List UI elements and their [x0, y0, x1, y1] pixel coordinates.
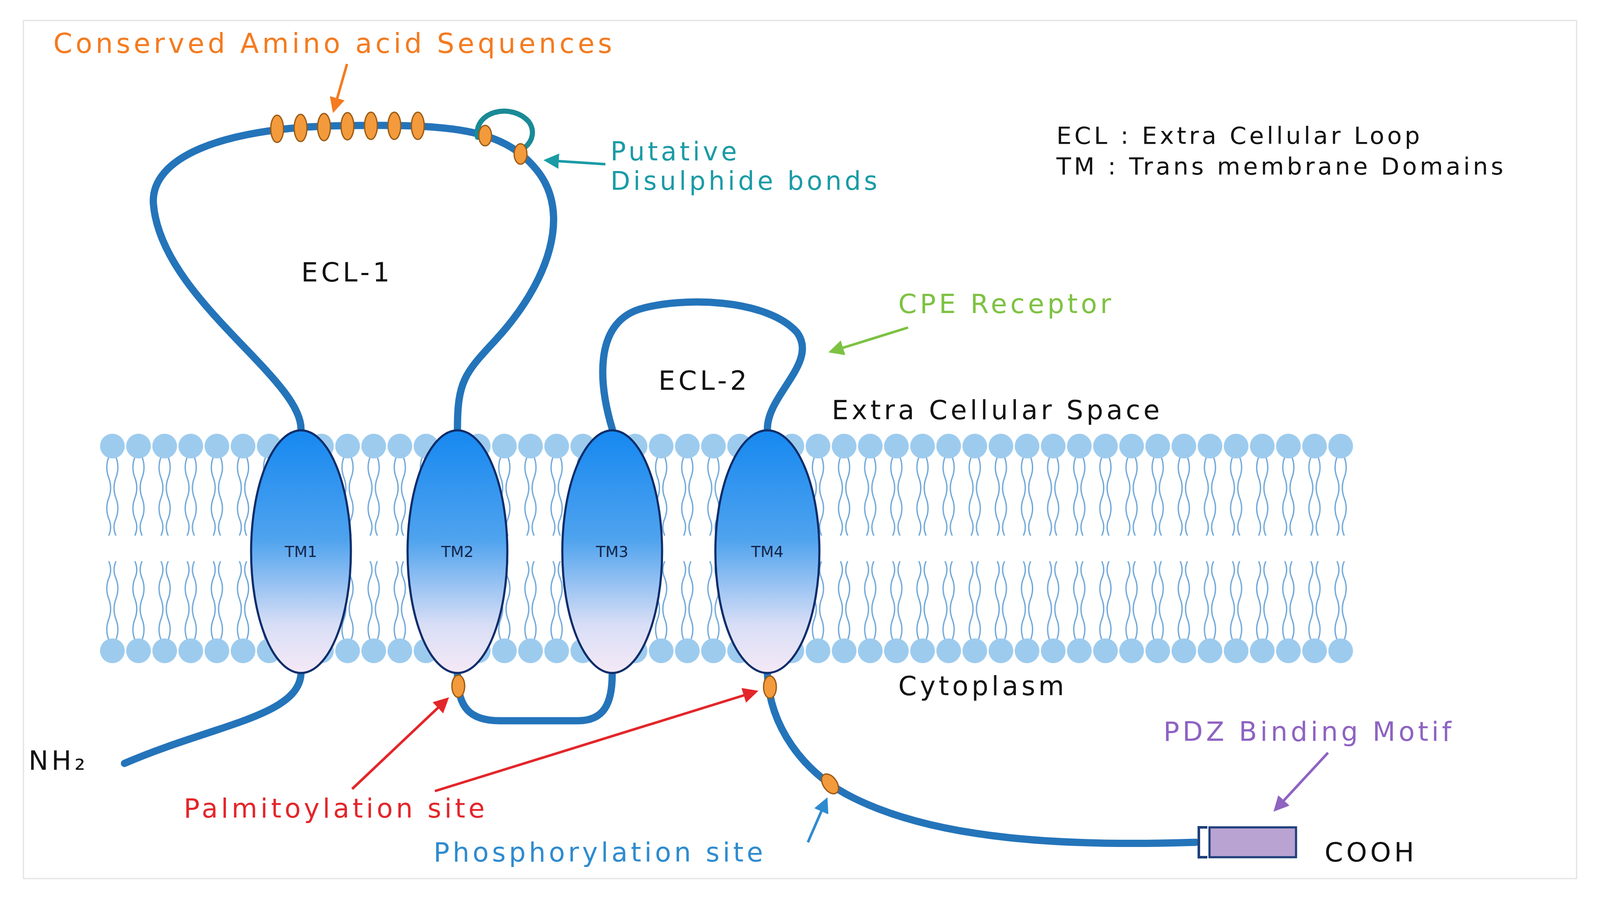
leader-arrow: [352, 699, 447, 789]
domain-label: TM2: [441, 542, 474, 561]
region-label: ECL-2: [658, 365, 751, 396]
callout-label: Conserved Amino acid Sequences: [53, 28, 616, 60]
key-text: ECL : Extra Cellular Loop: [1056, 121, 1423, 150]
region-label: Extra Cellular Space: [831, 394, 1164, 426]
phosphorylation-dot: [818, 770, 842, 797]
leader-arrow: [546, 160, 606, 165]
residue-bead: [294, 114, 307, 142]
transmembrane-domain: TM2: [406, 428, 509, 675]
protein-chain-loop: [457, 674, 613, 721]
site-dots: [451, 125, 842, 797]
transmembrane-domain: TM1: [249, 428, 353, 675]
disulphide-loop: [477, 111, 533, 148]
domain-label: TM1: [284, 542, 318, 561]
n-terminal-tail: [124, 673, 301, 764]
bracket: [1198, 827, 1208, 857]
domain-outline: [407, 430, 508, 673]
residue-bead: [387, 112, 401, 140]
transmembrane-domain: TM4: [714, 428, 821, 675]
protein-chain-loop: [602, 301, 803, 429]
palmitoylation-dot: [763, 675, 777, 698]
terminus-label: NH₂: [28, 745, 89, 776]
callout-label: Phosphorylation site: [433, 836, 767, 868]
domain-label: TM4: [751, 542, 784, 561]
leader-arrow: [807, 799, 827, 842]
residue-bead: [364, 112, 378, 140]
leader-arrow: [1275, 752, 1329, 810]
domain-label: TM3: [596, 542, 629, 561]
terminus-label: COOH: [1324, 836, 1418, 868]
residue-bead: [317, 113, 331, 141]
callout-label: Putative Disulphide bonds: [610, 136, 905, 196]
key-text: TM : Trans membrane Domains: [1056, 152, 1507, 180]
callout-label: CPE Receptor: [898, 288, 1115, 319]
domain-outline: [562, 430, 663, 673]
cysteine-dot: [514, 143, 527, 165]
palmitoylation-dot: [451, 674, 465, 698]
frame: [23, 20, 1577, 879]
residue-bead: [411, 112, 425, 140]
leader-arrow: [333, 63, 348, 110]
callout-label: PDZ Binding Motif: [1163, 716, 1455, 747]
protein-chain-loop: [153, 125, 554, 429]
cysteine-dot: [478, 125, 492, 146]
region-label: ECL-1: [301, 257, 394, 288]
leader-arrow: [434, 691, 756, 791]
domain-outline: [251, 430, 351, 673]
pdz-motif-box: [1209, 827, 1297, 857]
residue-bead: [341, 112, 354, 140]
domain-outline: [715, 430, 820, 673]
region-label: Cytoplasm: [898, 670, 1068, 701]
transmembrane-domain: TM3: [561, 428, 664, 675]
lipid-bilayer: [99, 426, 1354, 674]
leader-arrow: [831, 327, 909, 352]
residue-bead: [270, 115, 284, 143]
conserved-residues: [270, 112, 425, 143]
callout-label: Palmitoylation site: [183, 792, 488, 824]
